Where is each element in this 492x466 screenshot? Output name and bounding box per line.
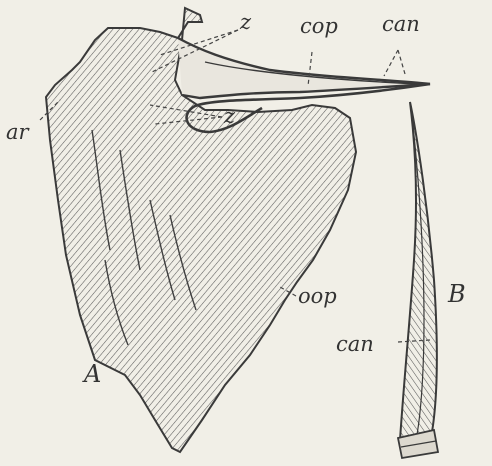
label-oop: oop bbox=[298, 286, 337, 307]
label-a: A bbox=[84, 362, 101, 386]
label-z-lower: z bbox=[224, 106, 235, 127]
label-cop: cop bbox=[300, 16, 338, 37]
label-can-bottom: can bbox=[336, 334, 374, 355]
spine-b-outline bbox=[400, 102, 437, 448]
label-can-top: can bbox=[382, 14, 420, 35]
label-b: B bbox=[448, 282, 466, 306]
label-ar: ar bbox=[6, 122, 29, 143]
label-z-upper: z bbox=[240, 12, 251, 33]
